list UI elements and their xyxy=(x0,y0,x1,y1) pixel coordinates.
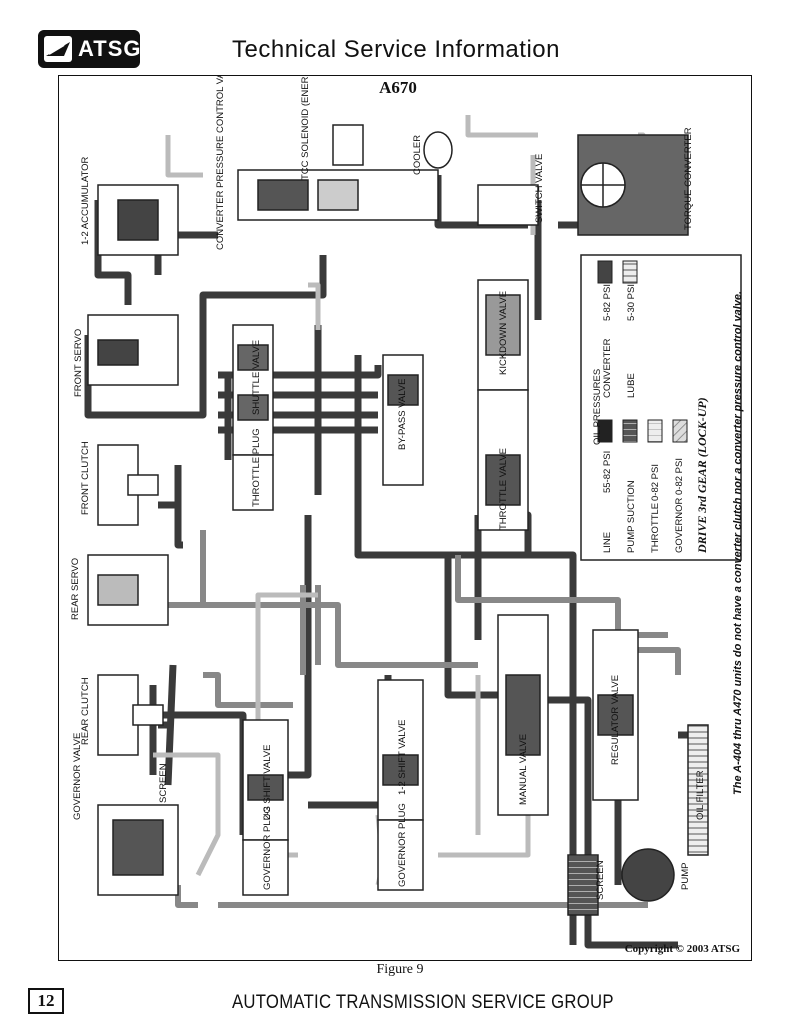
label-accumulator: 1-2 ACCUMULATOR xyxy=(80,157,91,245)
label-front-clutch: FRONT CLUTCH xyxy=(80,441,91,515)
label-cooler: COOLER xyxy=(412,135,423,175)
label-governor-plug-right: GOVERNOR PLUG xyxy=(397,803,408,887)
legend-throttle-value: 0-82 PSI xyxy=(650,464,661,501)
label-screen-right: SCREEN xyxy=(595,860,606,900)
label-front-servo: FRONT SERVO xyxy=(73,329,84,397)
copyright: Copyright © 2003 ATSG xyxy=(625,943,741,955)
label-oil-filter: OIL FILTER xyxy=(695,770,706,820)
legend-lube-value: 5-30 PSI xyxy=(626,284,637,321)
label-converter-pressure-control-valve: CONVERTER PRESSURE CONTROL VALVE xyxy=(215,75,226,250)
label-kickdown-valve: KICKDOWN VALVE xyxy=(498,291,509,375)
legend-swatch-converter xyxy=(597,260,613,284)
figure-caption: Figure 9 xyxy=(376,962,424,977)
label-shift-12: 1-2 SHIFT VALVE xyxy=(397,720,408,796)
legend-throttle-label: THROTTLE xyxy=(650,503,661,553)
label-throttle-valve: THROTTLE VALVE xyxy=(498,448,509,530)
label-torque-converter: TORQUE CONVERTER xyxy=(683,127,694,230)
legend-pump-suction-label: PUMP SUCTION xyxy=(626,480,637,553)
label-shift-23: 2-3 SHIFT VALVE xyxy=(262,745,273,821)
legend-lube-label: LUBE xyxy=(626,373,637,398)
legend-governor-label: GOVERNOR xyxy=(674,497,685,553)
legend-governor-value: 0-82 PSI xyxy=(674,458,685,495)
legend-line-value: 55-82 PSI xyxy=(602,451,613,493)
label-governor-valve: GOVERNOR VALVE xyxy=(72,733,83,820)
label-rear-clutch: REAR CLUTCH xyxy=(80,677,91,745)
page-number: 12 xyxy=(28,988,64,1014)
label-screen-left: SCREEN xyxy=(158,763,169,803)
valve-components xyxy=(87,124,709,916)
legend-heading: OIL PRESSURES xyxy=(592,369,603,445)
page-title: Technical Service Information xyxy=(232,36,560,63)
label-manual-valve: MANUAL VALVE xyxy=(518,734,529,805)
legend-swatch-lube xyxy=(622,260,638,284)
legend-swatch-throttle xyxy=(647,419,663,443)
label-by-pass-valve: BY-PASS VALVE xyxy=(397,379,408,450)
oil-pressure-legend: OIL PRESSURES CONVERTER 5-82 PSI LUBE 5-… xyxy=(580,254,742,561)
label-tcc-solenoid: TCC SOLENOID (ENERGIZED) xyxy=(300,75,311,180)
legend-swatch-pump-suction xyxy=(622,419,638,443)
label-switch-valve: SWITCH VALVE xyxy=(534,154,545,223)
label-pump: PUMP xyxy=(680,863,691,890)
legend-converter-value: 5-82 PSI xyxy=(602,284,613,321)
atsg-logo: ATSG xyxy=(38,30,140,68)
footer-text: AUTOMATIC TRANSMISSION SERVICE GROUP xyxy=(232,992,614,1013)
diagram-title: A670 xyxy=(379,78,417,97)
logo-text: ATSG xyxy=(78,36,142,61)
logo-emblem-icon xyxy=(44,36,72,62)
label-regulator-valve: REGULATOR VALVE xyxy=(610,675,621,765)
legend-mode-title: DRIVE 3rd GEAR (LOCK-UP) xyxy=(695,397,709,554)
label-governor-plug-left: GOVERNOR PLUG xyxy=(262,806,273,890)
label-rear-servo: REAR SERVO xyxy=(70,558,81,620)
legend-converter-label: CONVERTER xyxy=(602,338,613,398)
legend-swatch-line xyxy=(597,419,613,443)
diagram-frame xyxy=(58,75,752,961)
legend-swatch-governor xyxy=(672,419,688,443)
label-shuttle-valve: SHUTTLE VALVE xyxy=(251,340,262,415)
legend-line-label: LINE xyxy=(602,532,613,553)
label-throttle-plug: THROTTLE PLUG xyxy=(251,428,262,507)
diagram-note: The A-404 thru A470 units do not have a … xyxy=(732,291,744,795)
hydraulic-circuit-diagram: A670 xyxy=(70,75,744,955)
line-pressure-passages xyxy=(84,151,702,949)
